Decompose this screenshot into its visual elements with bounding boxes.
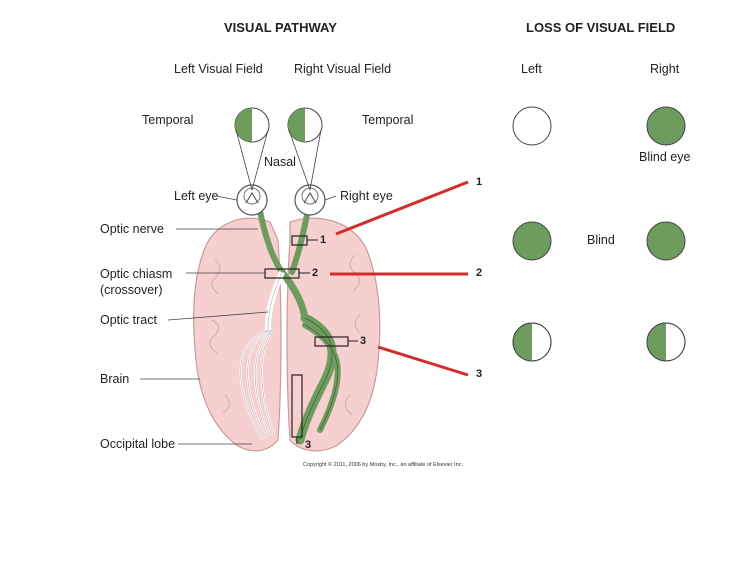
label-leaders bbox=[140, 195, 337, 445]
lesion-2-number: 2 bbox=[312, 267, 319, 279]
left-visual-field-label: Left Visual Field bbox=[174, 62, 263, 76]
temporal-left-label: Temporal bbox=[142, 113, 194, 127]
loss-right-column-label: Right bbox=[650, 62, 680, 76]
loss-of-visual-field-heading: LOSS OF VISUAL FIELD bbox=[526, 20, 676, 35]
loss-1-left bbox=[512, 106, 552, 146]
brain-label: Brain bbox=[100, 372, 130, 386]
lesion-1-number: 1 bbox=[320, 234, 327, 246]
occipital-lobe-label: Occipital lobe bbox=[100, 437, 176, 451]
left-eye-label: Left eye bbox=[174, 189, 219, 203]
blind-eye-label: Blind eye bbox=[639, 150, 691, 164]
blind-label: Blind bbox=[587, 233, 615, 247]
pointer-2-number: 2 bbox=[476, 267, 483, 279]
loss-left-column-label: Left bbox=[521, 62, 542, 76]
right-visual-field-label: Right Visual Field bbox=[294, 62, 392, 76]
right-hemisphere bbox=[286, 217, 381, 452]
pointer-3-number: 3 bbox=[476, 368, 483, 380]
loss-2-right bbox=[646, 221, 686, 261]
right-eye-label: Right eye bbox=[340, 189, 393, 203]
left-hemisphere bbox=[193, 217, 282, 452]
crossover-label: (crossover) bbox=[100, 283, 163, 297]
optic-nerve-label: Optic nerve bbox=[100, 222, 164, 236]
optic-tract-label: Optic tract bbox=[100, 313, 157, 327]
sight-lines bbox=[235, 129, 322, 191]
temporal-right-label: Temporal bbox=[362, 113, 414, 127]
copyright-notice: Copyright © 2011, 2006 by Mosby, Inc., a… bbox=[303, 462, 463, 468]
left-visual-field-icon bbox=[234, 107, 270, 143]
loss-2-left bbox=[512, 221, 552, 261]
nasal-label: Nasal bbox=[264, 155, 296, 169]
visual-pathway-heading: VISUAL PATHWAY bbox=[224, 20, 337, 35]
loss-3-right bbox=[646, 322, 686, 362]
red-pointers bbox=[330, 180, 469, 377]
loss-1-right bbox=[646, 106, 686, 146]
lesion-3-lobe-number: 3 bbox=[305, 439, 312, 451]
right-visual-field-icon bbox=[287, 107, 323, 143]
optic-chiasm-label: Optic chiasm bbox=[100, 267, 173, 281]
pointer-1-number: 1 bbox=[476, 176, 483, 188]
loss-3-left bbox=[512, 322, 552, 362]
lesion-3-tract-number: 3 bbox=[360, 335, 367, 347]
